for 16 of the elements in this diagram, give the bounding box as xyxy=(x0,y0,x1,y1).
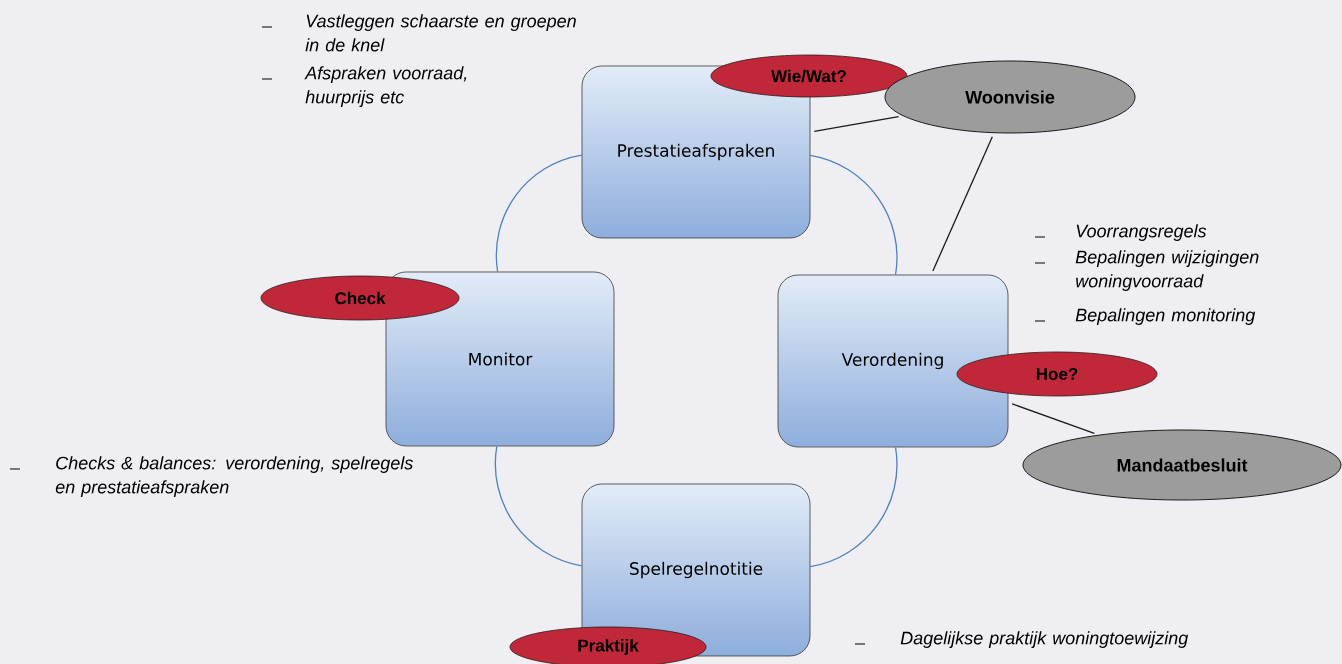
connector-line xyxy=(813,115,900,132)
bullet-text: Voorrangsregels xyxy=(1076,224,1207,241)
connector-arc xyxy=(495,154,583,273)
process-box: Verordening xyxy=(777,274,1009,448)
bullet-text: Bepalingen wijzigingen woningvoorraad xyxy=(1075,250,1259,291)
connector-line xyxy=(1011,403,1095,435)
connector-arc xyxy=(494,445,583,567)
process-box: Monitor xyxy=(385,271,615,447)
bullet-text: Checks & balances: verordening, spelregels en prestatieafspraken xyxy=(55,456,413,497)
bullet-text: Afspraken voorraad, huurprijs etc xyxy=(304,66,467,107)
bullet-text: Dagelijkse praktijk woningtoewijzing xyxy=(900,631,1189,648)
connector-arc xyxy=(809,154,898,276)
connector-arc xyxy=(809,446,898,568)
bullet-text: Vastleggen schaarste en groepen in de knel xyxy=(305,14,576,52)
bullet-text: Bepalingen monitoring xyxy=(1075,308,1256,325)
connector-line xyxy=(932,136,993,272)
